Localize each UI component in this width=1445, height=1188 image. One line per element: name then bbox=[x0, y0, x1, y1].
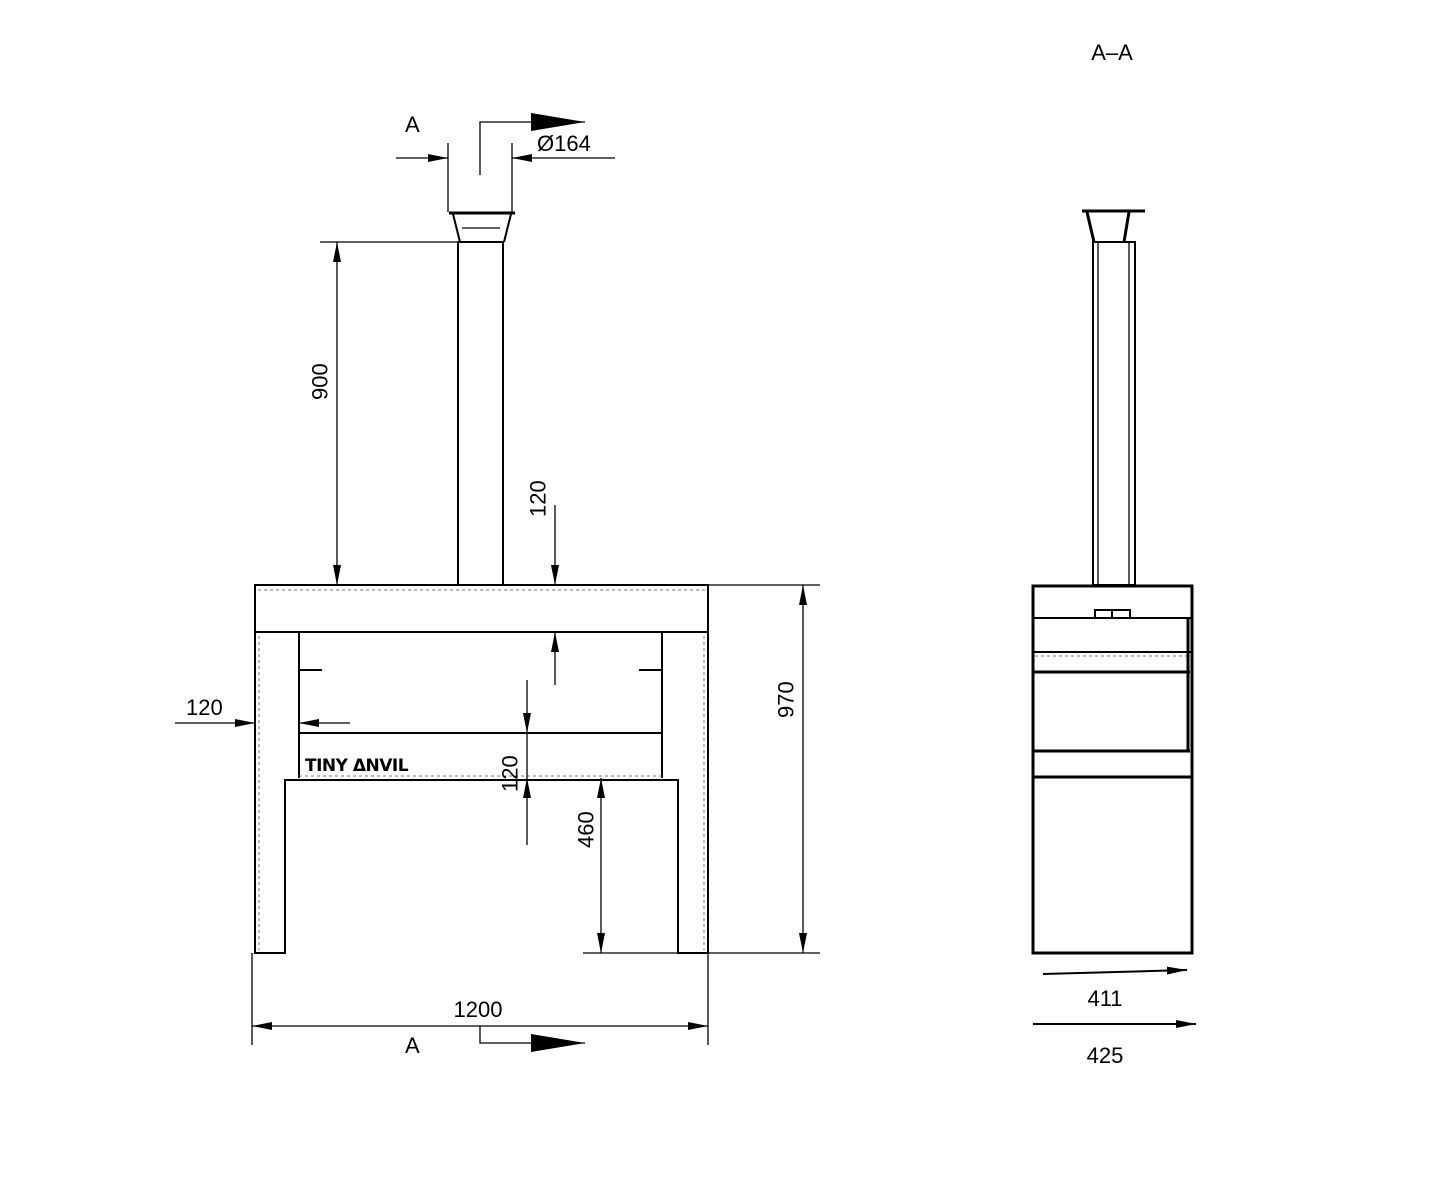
front-view: TINY ΔNVIL A Ø164 900 120 bbox=[175, 112, 820, 1058]
total-width-dimension: 1200 bbox=[251, 953, 709, 1045]
brand-logo: TINY ΔNVIL bbox=[305, 756, 409, 776]
section-label-bottom: A bbox=[405, 1033, 420, 1058]
shelf-thickness-dimension: 120 bbox=[498, 680, 531, 845]
section-label-top: A bbox=[405, 112, 420, 137]
total-width-label: 1200 bbox=[454, 997, 503, 1022]
flue-height-label: 900 bbox=[308, 363, 333, 400]
section-title: A–A bbox=[1091, 40, 1133, 65]
shelf-height-dimension: 460 bbox=[574, 778, 820, 954]
section-chimney bbox=[1082, 209, 1145, 586]
flue-diameter-dimension: Ø164 bbox=[396, 131, 615, 212]
flue-diameter-label: Ø164 bbox=[537, 131, 591, 156]
inner-depth-dimension: 411 bbox=[1042, 966, 1188, 1011]
outer-depth-dimension: 425 bbox=[1033, 1020, 1196, 1068]
top-thickness-label: 120 bbox=[526, 480, 551, 517]
shelf-height-label: 460 bbox=[574, 811, 599, 848]
flue-height-dimension: 900 bbox=[308, 241, 458, 585]
top-thickness-dimension: 120 bbox=[526, 480, 559, 685]
section-body bbox=[1031, 584, 1194, 955]
leg-width-label: 120 bbox=[186, 695, 223, 720]
stove-body: TINY ΔNVIL bbox=[254, 584, 709, 954]
shelf-thickness-label: 120 bbox=[498, 755, 523, 792]
inner-depth-label: 411 bbox=[1087, 986, 1122, 1011]
section-view: A–A 411 425 bbox=[1031, 40, 1196, 1068]
chimney bbox=[449, 211, 515, 586]
total-height-label: 970 bbox=[774, 681, 799, 718]
section-cut-top: A bbox=[405, 112, 585, 175]
total-height-dimension: 970 bbox=[708, 584, 820, 953]
leg-width-dimension: 120 bbox=[175, 695, 350, 727]
section-cut-bottom: A bbox=[405, 1026, 585, 1058]
outer-depth-label: 425 bbox=[1087, 1043, 1124, 1068]
